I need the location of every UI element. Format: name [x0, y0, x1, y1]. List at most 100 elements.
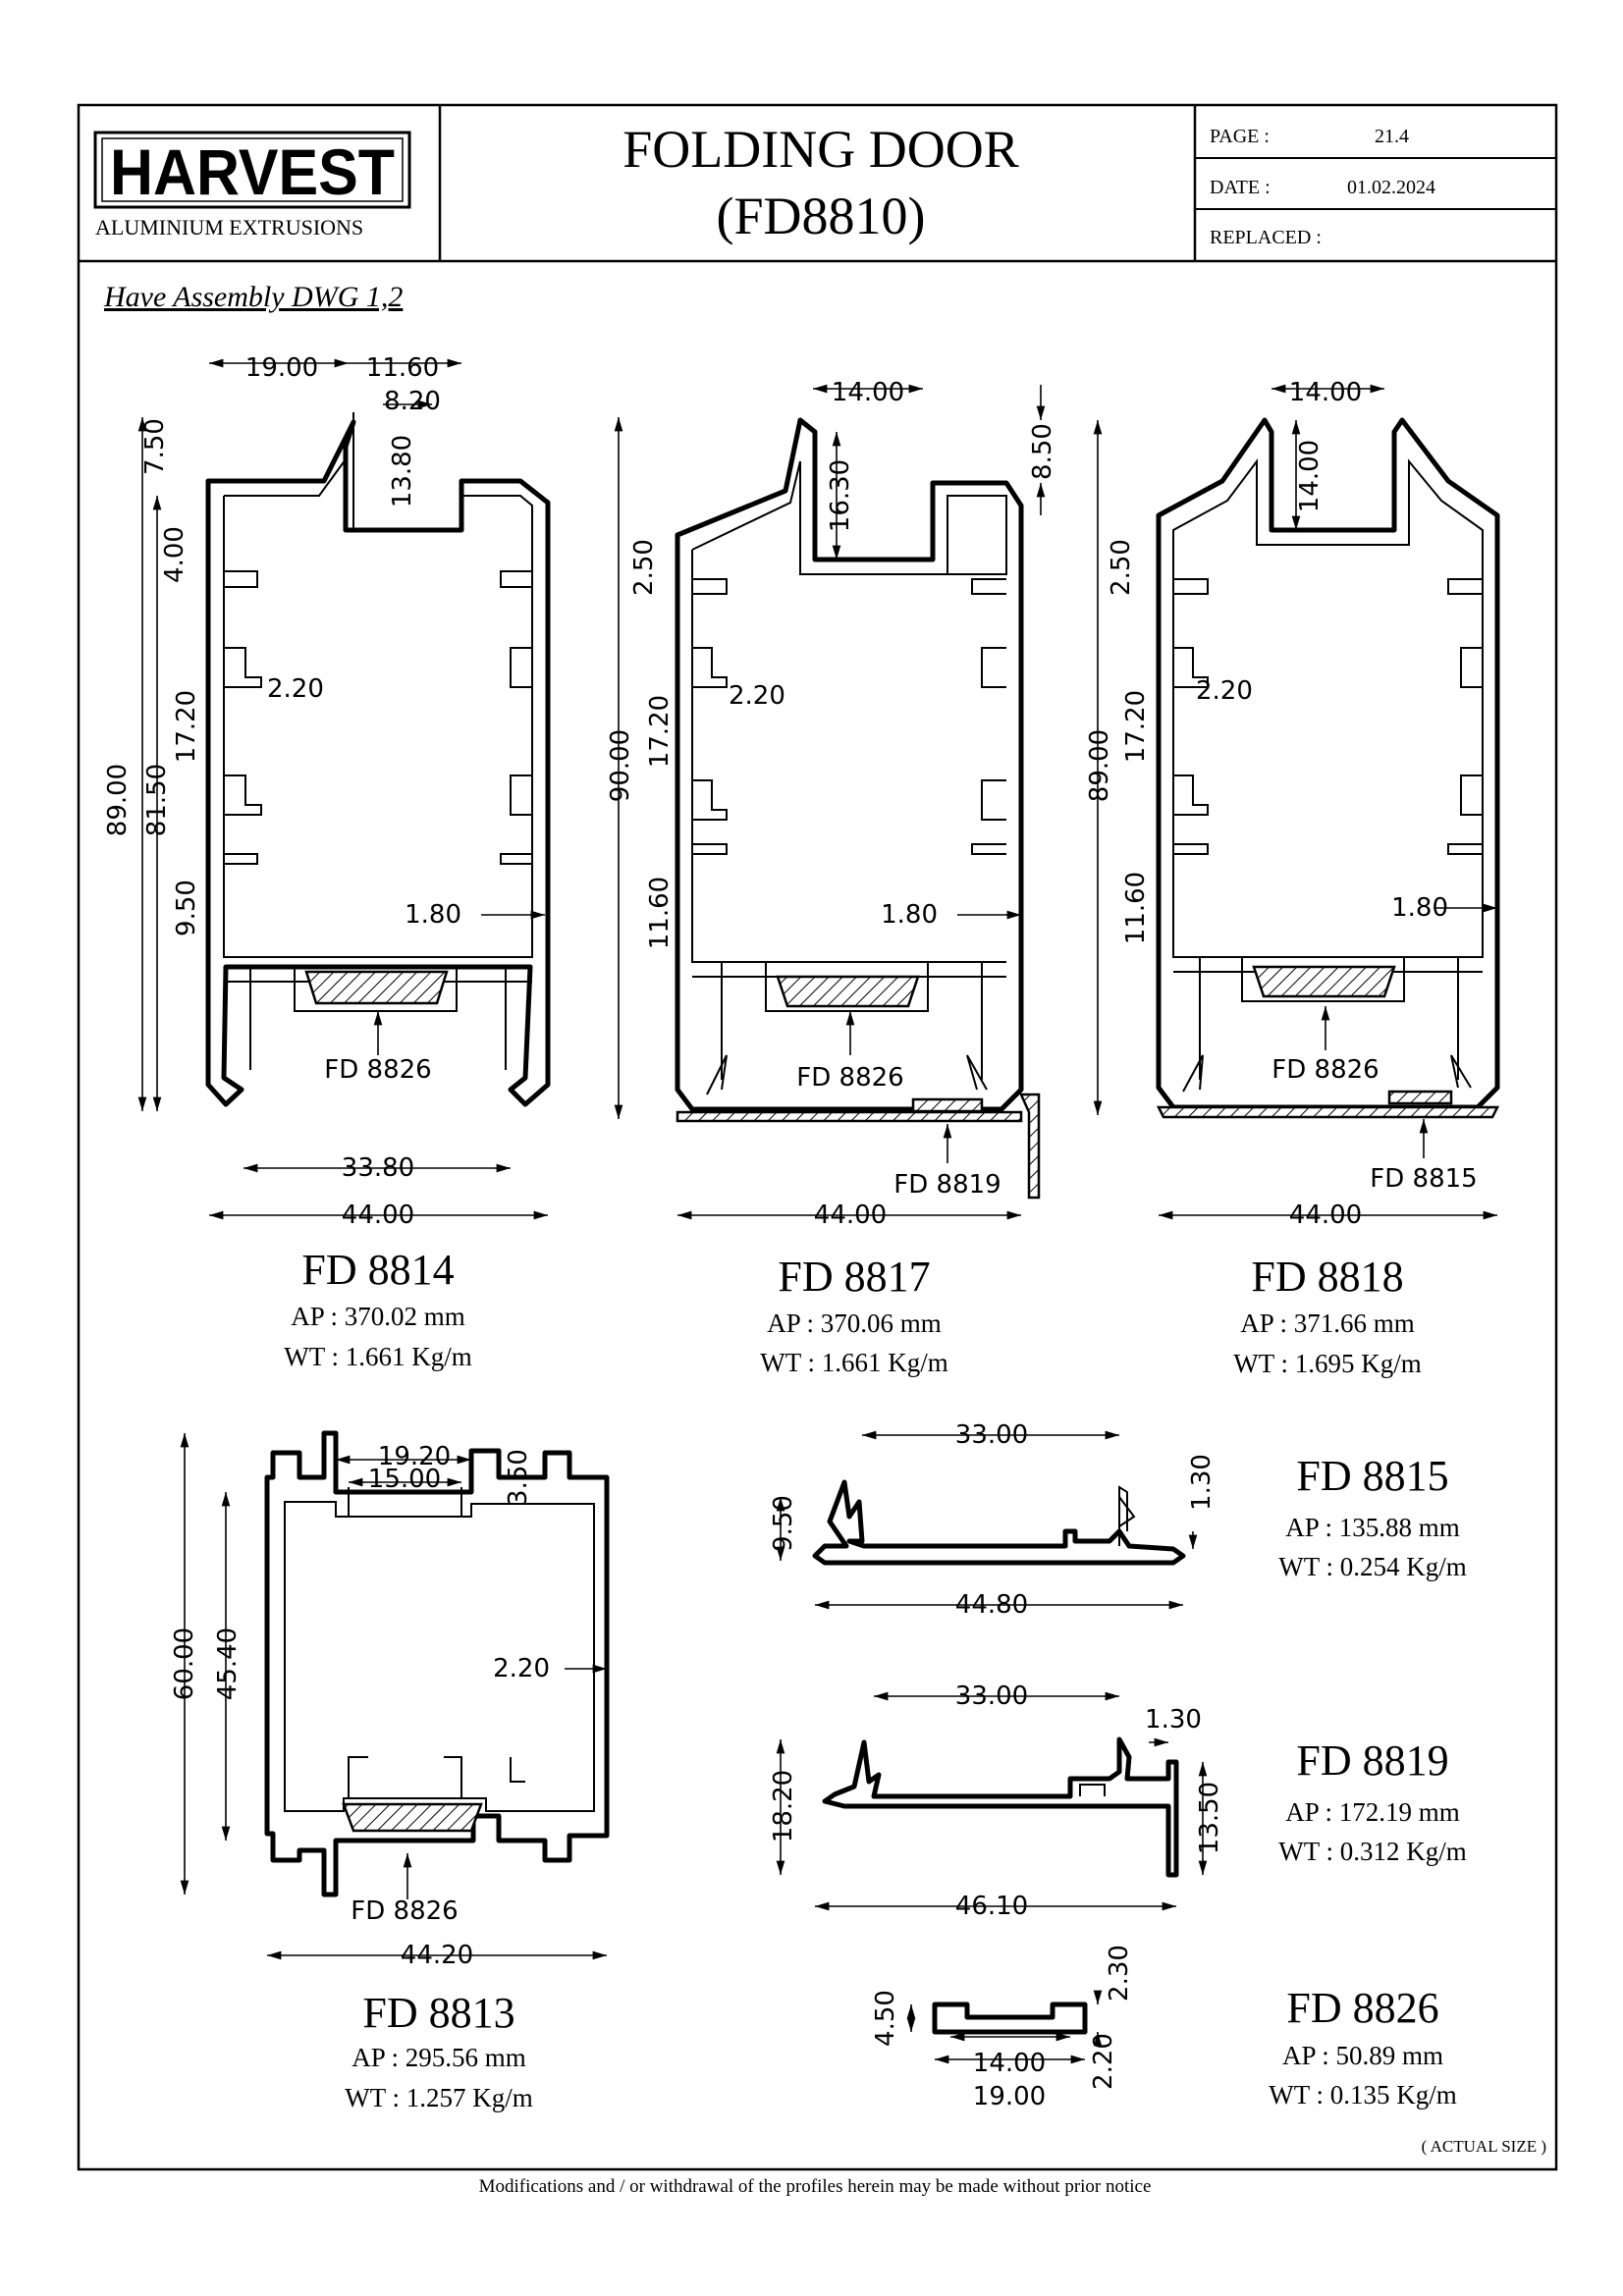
dim-8813-h-total: 60.00: [170, 1628, 199, 1700]
document-title: FOLDING DOOR: [622, 120, 1019, 179]
profile-wt-8819: WT : 0.312 Kg/m: [1278, 1837, 1467, 1866]
insert-label-8814: FD 8826: [324, 1055, 431, 1085]
dim-8819-thick: 1.30: [1145, 1705, 1202, 1735]
profile-wt-8814: WT : 1.661 Kg/m: [284, 1342, 472, 1371]
insert-label-8818: FD 8826: [1271, 1055, 1379, 1085]
profile-name-8819: FD 8819: [1296, 1736, 1448, 1785]
cover-label-8817: FD 8819: [893, 1170, 1001, 1200]
dim-8813-width: 44.20: [401, 1941, 473, 1970]
profile-fd8813: 19.20 15.00 3.50 60.00 45.40 2.20 FD 882…: [170, 1430, 610, 2112]
profile-ap-8813: AP : 295.56 mm: [352, 2043, 526, 2072]
page-label: PAGE :: [1210, 126, 1270, 147]
dim-8814-h-inner: 81.50: [142, 764, 172, 836]
brand-subtitle: ALUMINIUM EXTRUSIONS: [95, 215, 363, 240]
dim-8814-lip: 7.50: [140, 418, 170, 475]
replaced-label: REPLACED :: [1210, 227, 1322, 248]
dim-8817-h-total: 90.00: [606, 729, 635, 802]
profile-wt-8817: WT : 1.661 Kg/m: [760, 1348, 948, 1377]
brand-name: HARVEST: [110, 135, 395, 208]
dim-8814-top-a: 19.00: [245, 353, 318, 383]
profile-name-8814: FD 8814: [301, 1246, 454, 1294]
dim-8818-slot-h: 14.00: [1295, 440, 1325, 512]
profile-ap-8817: AP : 370.06 mm: [767, 1308, 942, 1338]
profile-name-8818: FD 8818: [1251, 1253, 1403, 1301]
dim-8818-h-total: 89.00: [1085, 729, 1114, 802]
dim-8815-height: 9.50: [769, 1495, 798, 1552]
dim-8817-bottom-gap: 11.60: [645, 877, 675, 949]
profile-ap-8826: AP : 50.89 mm: [1282, 2041, 1443, 2070]
profile-ap-8815: AP : 135.88 mm: [1285, 1513, 1460, 1542]
document-code: (FD8810): [717, 187, 926, 245]
dim-8815-thick: 1.30: [1187, 1454, 1217, 1511]
profile-fd8817: 14.00 8.50 16.30 2.50 17.20 2.20 90.00 1…: [606, 378, 1057, 1377]
dim-8814-h-total: 89.00: [103, 764, 133, 836]
dim-8817-gap: 2.50: [629, 539, 659, 596]
dim-8818-bottom-gap: 11.60: [1121, 872, 1151, 944]
profile-ap-8814: AP : 370.02 mm: [291, 1302, 465, 1331]
profile-name-8826: FD 8826: [1286, 1984, 1438, 2032]
dim-8819-flange: 13.50: [1195, 1782, 1224, 1854]
assembly-note: Have Assembly DWG 1,2: [103, 281, 403, 313]
sheet-border: [77, 103, 1558, 2171]
dim-8818-top-w: 14.00: [1289, 378, 1362, 407]
dim-8818-wall: 1.80: [1391, 893, 1448, 923]
dim-8826-height: 4.50: [871, 1990, 900, 2047]
dim-8817-lip: 8.50: [1028, 423, 1057, 480]
dim-8818-pitch: 17.20: [1121, 690, 1151, 763]
dim-8814-top-b: 11.60: [366, 353, 439, 383]
profile-name-8813: FD 8813: [362, 1989, 514, 2037]
dim-8826-top-lip: 2.30: [1105, 1945, 1134, 2002]
dim-8826-bottom: 2.20: [1089, 2033, 1118, 2090]
dim-8817-pitch: 17.20: [645, 695, 675, 768]
dim-8817-width: 44.00: [814, 1201, 887, 1230]
profile-fd8818: 14.00 14.00 2.50 17.20 2.20 89.00 11.60 …: [1085, 378, 1500, 1378]
cover-label-8818: FD 8815: [1370, 1164, 1477, 1194]
dim-8813-outer-slot: 19.20: [378, 1442, 451, 1471]
dim-8819-width: 46.10: [955, 1892, 1028, 1921]
dim-8814-wall: 1.80: [405, 900, 461, 930]
date-label: DATE :: [1210, 177, 1271, 198]
dim-8814-opening: 33.80: [342, 1153, 414, 1183]
dim-8814-width: 44.00: [342, 1201, 414, 1230]
dim-8817-tooth: 2.20: [729, 681, 785, 711]
profile-wt-8815: WT : 0.254 Kg/m: [1278, 1552, 1467, 1581]
profile-wt-8826: WT : 0.135 Kg/m: [1269, 2080, 1457, 2109]
dim-8813-inner-slot: 15.00: [368, 1465, 441, 1494]
harvest-logo: HARVEST ALUMINIUM EXTRUSIONS: [93, 131, 411, 240]
insert-label-8817: FD 8826: [796, 1063, 903, 1093]
dim-8814-tooth: 2.20: [267, 674, 324, 704]
dim-8826-width: 19.00: [973, 2082, 1046, 2111]
dim-8813-h-inner: 45.40: [213, 1628, 243, 1700]
profile-name-8817: FD 8817: [778, 1253, 930, 1301]
footer-disclaimer: Modifications and / or withdrawal of the…: [479, 2176, 1152, 2197]
dim-8815-top: 33.00: [955, 1420, 1028, 1450]
dim-8826-inner: 14.00: [973, 2049, 1046, 2078]
dim-8819-height: 18.20: [769, 1770, 798, 1842]
profile-fd8819: 33.00 46.10 1.30 18.20 13.50 FD 8819 AP …: [769, 1682, 1467, 1921]
dim-8817-wall: 1.80: [881, 900, 938, 930]
profile-ap-8819: AP : 172.19 mm: [1285, 1797, 1460, 1827]
dim-8818-width: 44.00: [1289, 1201, 1362, 1230]
dim-8818-tooth: 2.20: [1196, 676, 1253, 706]
dim-8814-slot-h: 13.80: [388, 435, 417, 507]
dim-8814-slot-w: 8.20: [384, 387, 441, 416]
page-value: 21.4: [1375, 126, 1409, 147]
profile-fd8814: 19.00 11.60 8.20 13.80 7.50 4.00 17.20 2…: [103, 353, 551, 1371]
profile-ap-8818: AP : 371.66 mm: [1240, 1308, 1415, 1338]
profile-fd8815: 33.00 44.80 9.50 1.30 FD 8815 AP : 135.8…: [769, 1420, 1467, 1620]
profile-wt-8813: WT : 1.257 Kg/m: [345, 2083, 533, 2112]
scale-note: ( ACTUAL SIZE ): [1422, 2137, 1546, 2156]
dim-8813-wall: 2.20: [493, 1654, 550, 1683]
dim-8814-bottom-gap: 9.50: [172, 880, 201, 936]
profile-name-8815: FD 8815: [1296, 1452, 1448, 1500]
dim-8813-lip: 3.50: [504, 1449, 533, 1506]
dim-8818-gap: 2.50: [1107, 539, 1136, 596]
profile-wt-8818: WT : 1.695 Kg/m: [1233, 1349, 1422, 1378]
dim-8814-pitch: 17.20: [172, 690, 201, 763]
dim-8815-width: 44.80: [955, 1590, 1028, 1620]
dim-8814-gap: 4.00: [160, 526, 189, 583]
dim-8817-top-w: 14.00: [832, 378, 904, 407]
dim-8819-top: 33.00: [955, 1682, 1028, 1711]
insert-label-8813: FD 8826: [351, 1896, 458, 1926]
